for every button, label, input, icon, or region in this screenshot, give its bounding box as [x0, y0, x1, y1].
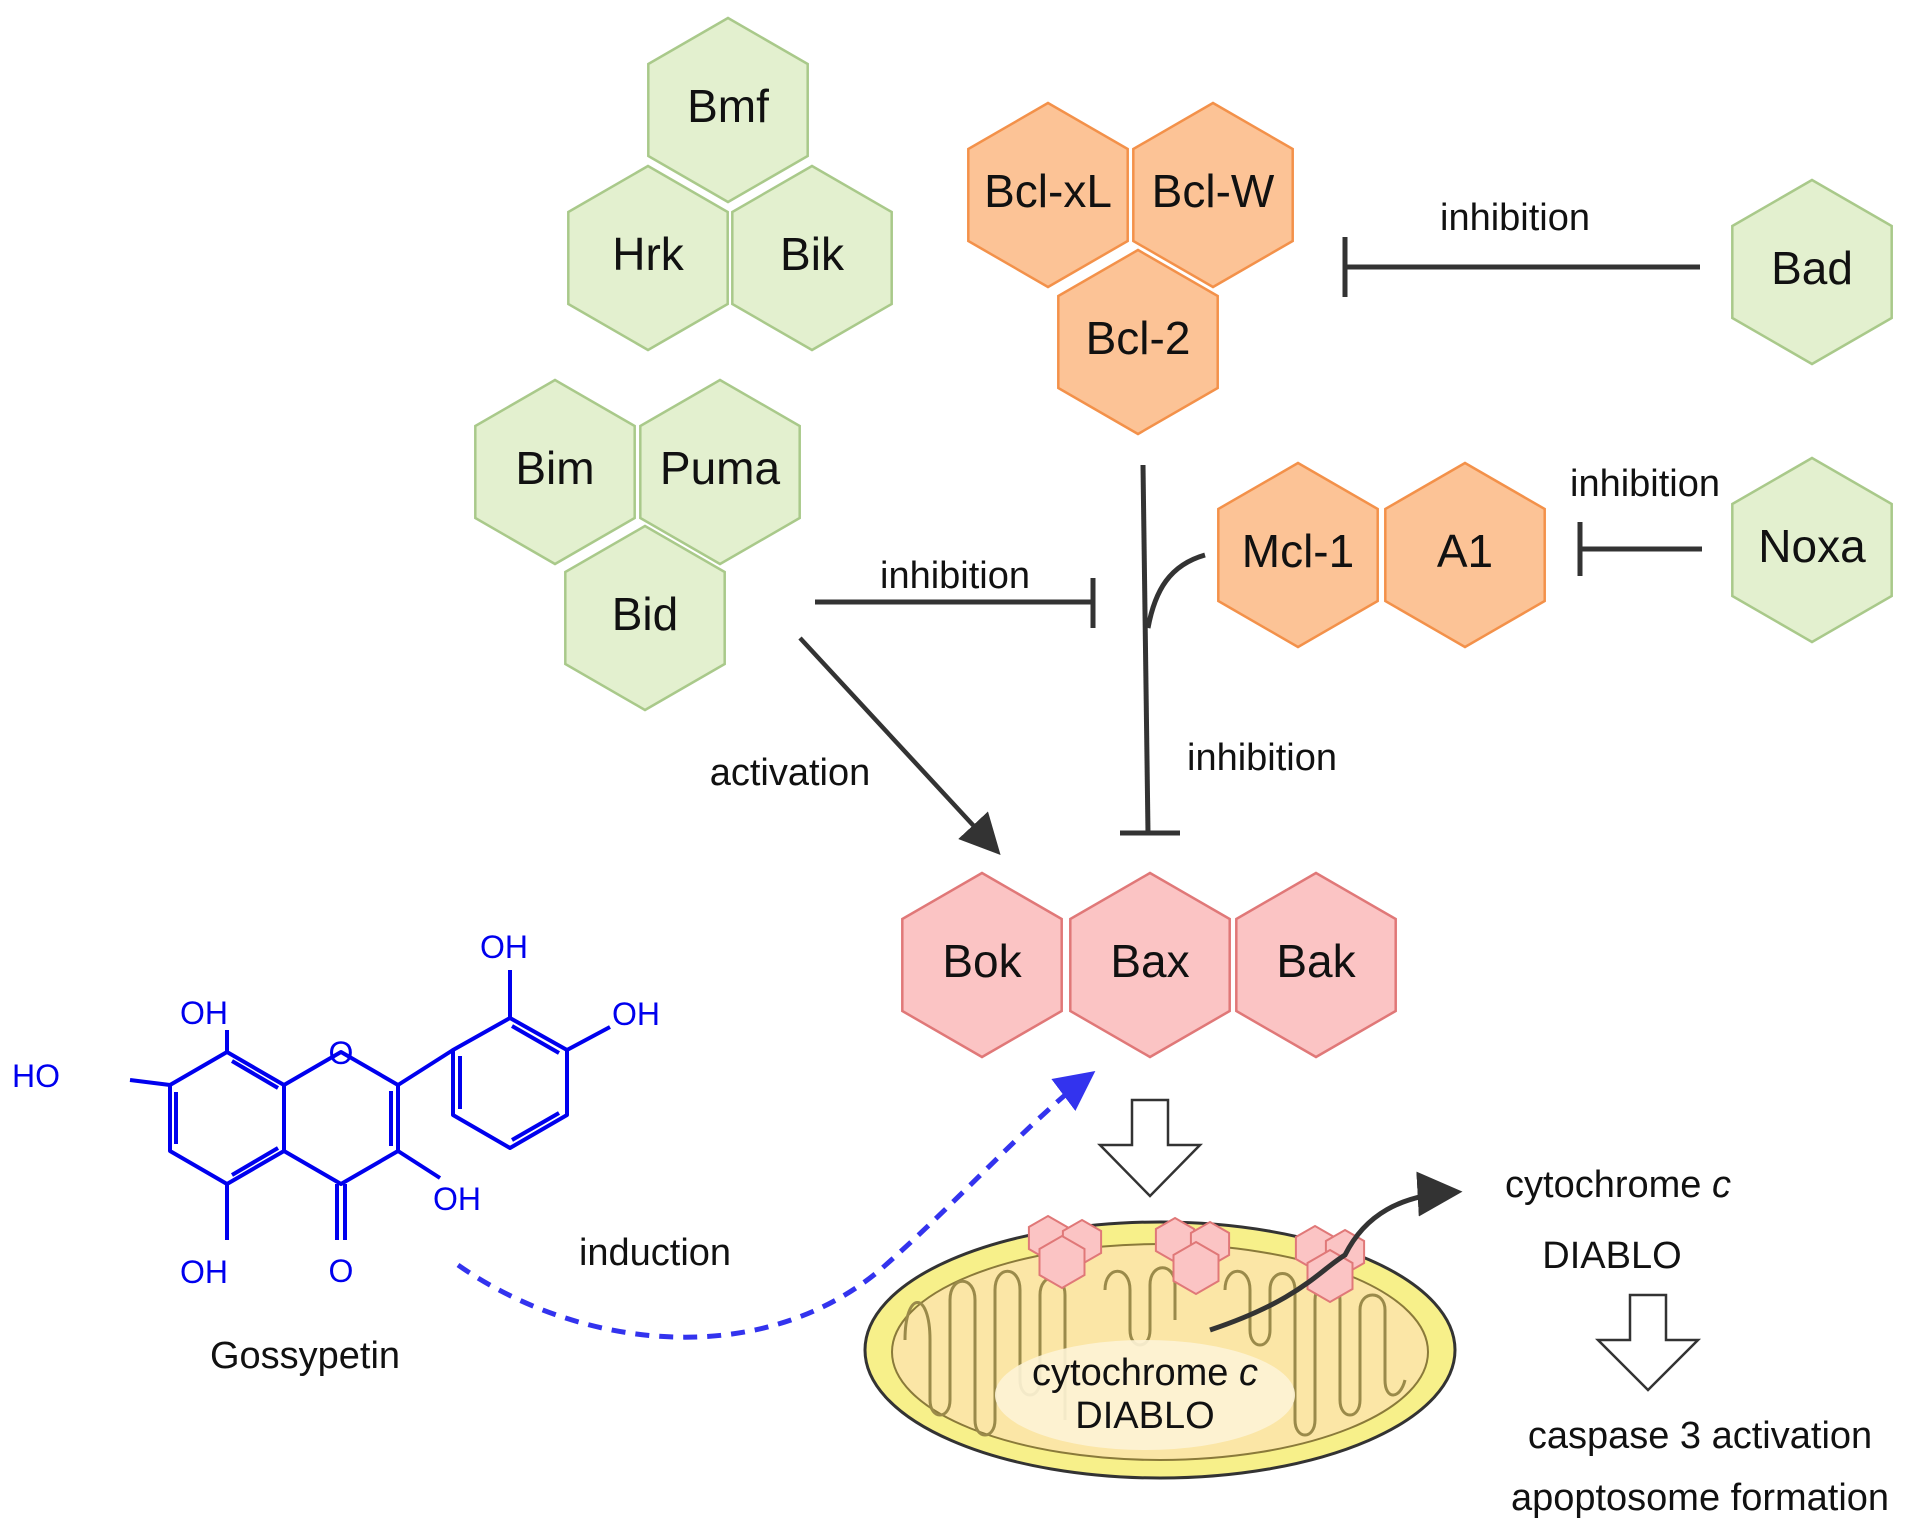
inhibition-noxa-edge: [1577, 522, 1702, 576]
protein-bax-label: Bax: [1110, 935, 1189, 987]
outcome-caspase-label: caspase 3 activation: [1528, 1415, 1872, 1457]
inhibition-effectors-edge: [1120, 464, 1206, 836]
bh3-group-bim-puma-bid: Bim Puma Bid: [474, 378, 801, 712]
protein-bcl-2: Bcl-2: [1057, 248, 1219, 436]
keto-oxygen-label: O: [329, 1253, 354, 1289]
inhibition-bid-label: inhibition: [880, 555, 1030, 597]
protein-bik-label: Bik: [780, 228, 845, 280]
protein-bak-label: Bak: [1276, 935, 1356, 987]
gossypetin-structure: [129, 970, 611, 1240]
protein-bak: Bak: [1235, 871, 1397, 1059]
activation-label: activation: [710, 752, 871, 794]
protein-noxa: Noxa: [1731, 456, 1893, 644]
compound-name-label: Gossypetin: [210, 1335, 400, 1377]
protein-bid: Bid: [564, 524, 726, 712]
protein-bad: Bad: [1731, 178, 1893, 366]
inhibition-bad-label: inhibition: [1440, 197, 1590, 239]
protein-bim-label: Bim: [515, 442, 594, 494]
outcome-apoptosome-label: apoptosome formation: [1511, 1477, 1889, 1519]
membrane-pores: [1027, 1214, 1366, 1304]
oh-label-c8: OH: [180, 995, 228, 1031]
protein-puma: Puma: [639, 378, 801, 566]
protein-bcl-w-label: Bcl-W: [1152, 165, 1275, 217]
release-arrow: [1209, 1171, 1463, 1333]
protein-bcl-w: Bcl-W: [1132, 101, 1294, 289]
hollow-arrow-to-mitochondrion: [1097, 1098, 1203, 1198]
protein-noxa-label: Noxa: [1758, 520, 1866, 572]
protein-puma-label: Puma: [660, 442, 781, 494]
protein-bmf-label: Bmf: [687, 80, 769, 132]
protein-mcl-1: Mcl-1: [1217, 461, 1379, 649]
activation-arrow: [798, 636, 1001, 855]
protein-bik: Bik: [731, 164, 893, 352]
protein-hrk-label: Hrk: [612, 228, 685, 280]
antiapoptotic-group-bcl: Bcl-xL Bcl-W Bcl-2: [967, 101, 1294, 436]
protein-bim: Bim: [474, 378, 636, 566]
protein-bid-label: Bid: [612, 588, 678, 640]
oh-label-b3: OH: [480, 929, 528, 965]
hollow-arrow-to-outcomes: [1594, 1293, 1702, 1392]
inhibition-bad-edge: [1342, 237, 1700, 297]
induction-arrow: [456, 1070, 1096, 1340]
induction-label: induction: [579, 1232, 731, 1274]
pore-9: [1306, 1248, 1354, 1304]
inhibition-effectors-label: inhibition: [1187, 737, 1337, 779]
protein-bax: Bax: [1069, 871, 1231, 1059]
protein-mcl-1-label: Mcl-1: [1242, 525, 1354, 577]
protein-bcl-xl: Bcl-xL: [967, 101, 1129, 289]
mitochondrion-cytochrome-label: cytochrome c: [1032, 1352, 1258, 1394]
gossypetin-labels: OH OH OH HO OH OH O O: [12, 929, 660, 1290]
inhibition-bid-edge: [815, 578, 1096, 628]
protein-bcl-2-label: Bcl-2: [1086, 312, 1191, 364]
protein-a1-label: A1: [1437, 525, 1493, 577]
mitochondrion: cytochrome c DIABLO: [863, 1220, 1457, 1480]
protein-bmf: Bmf: [647, 16, 809, 204]
pore-3: [1038, 1234, 1086, 1290]
oh-label-b4: OH: [612, 996, 660, 1032]
protein-bok: Bok: [901, 871, 1063, 1059]
protein-hrk: Hrk: [567, 164, 729, 352]
inhibition-noxa-label: inhibition: [1570, 463, 1720, 505]
protein-bad-label: Bad: [1771, 242, 1853, 294]
mitochondrion-diablo-label: DIABLO: [1075, 1395, 1214, 1437]
ring-oxygen-label: O: [329, 1035, 354, 1071]
antiapoptotic-group-mcl1-a1: Mcl-1 A1: [1217, 461, 1546, 649]
protein-bok-label: Bok: [942, 935, 1022, 987]
mitochondrion-text-backdrop: [995, 1340, 1295, 1450]
protein-a1: A1: [1384, 461, 1546, 649]
bh3-group-bmf-hrk-bik: Bmf Hrk Bik: [567, 16, 893, 352]
released-cytochrome-label: cytochrome c: [1505, 1164, 1731, 1206]
ho-label-c7: HO: [12, 1058, 60, 1094]
oh-label-c5: OH: [180, 1254, 228, 1290]
released-diablo-label: DIABLO: [1542, 1235, 1681, 1277]
oh-label-c3: OH: [433, 1181, 481, 1217]
effector-group: Bok Bax Bak: [901, 871, 1397, 1059]
pore-6: [1172, 1240, 1220, 1296]
protein-bcl-xl-label: Bcl-xL: [984, 165, 1112, 217]
